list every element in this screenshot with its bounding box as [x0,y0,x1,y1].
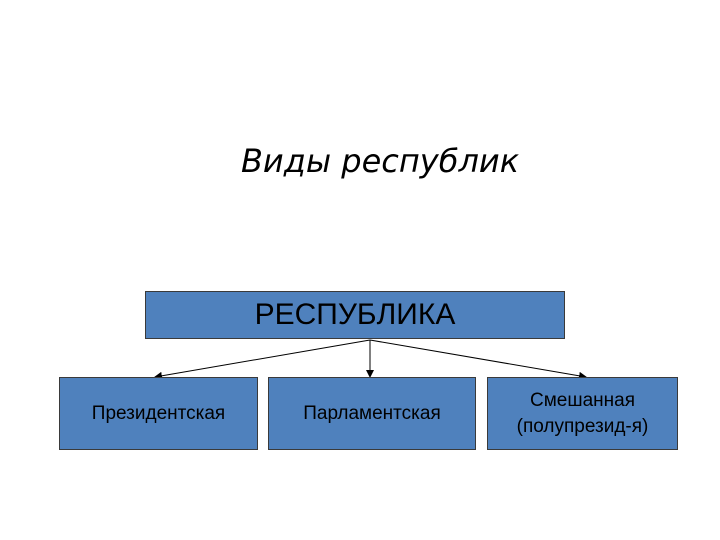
child-box-mixed: Смешанная (полупрезид-я) [487,377,678,450]
connector-to-presidential [154,339,371,380]
child-box-presidential: Президентская [59,377,258,450]
child-box-label: Парламентская [303,402,441,424]
connector-to-mixed [369,339,587,380]
slide-title: Виды республик [240,142,520,180]
child-box-label: Президентская [91,402,226,424]
child-box-label: Смешанная (полупрезид-я) [516,389,649,437]
root-box-label: РЕСПУБЛИКА [254,298,456,331]
root-box-republic: РЕСПУБЛИКА [145,291,565,339]
child-box-parliamentary: Парламентская [268,377,476,450]
